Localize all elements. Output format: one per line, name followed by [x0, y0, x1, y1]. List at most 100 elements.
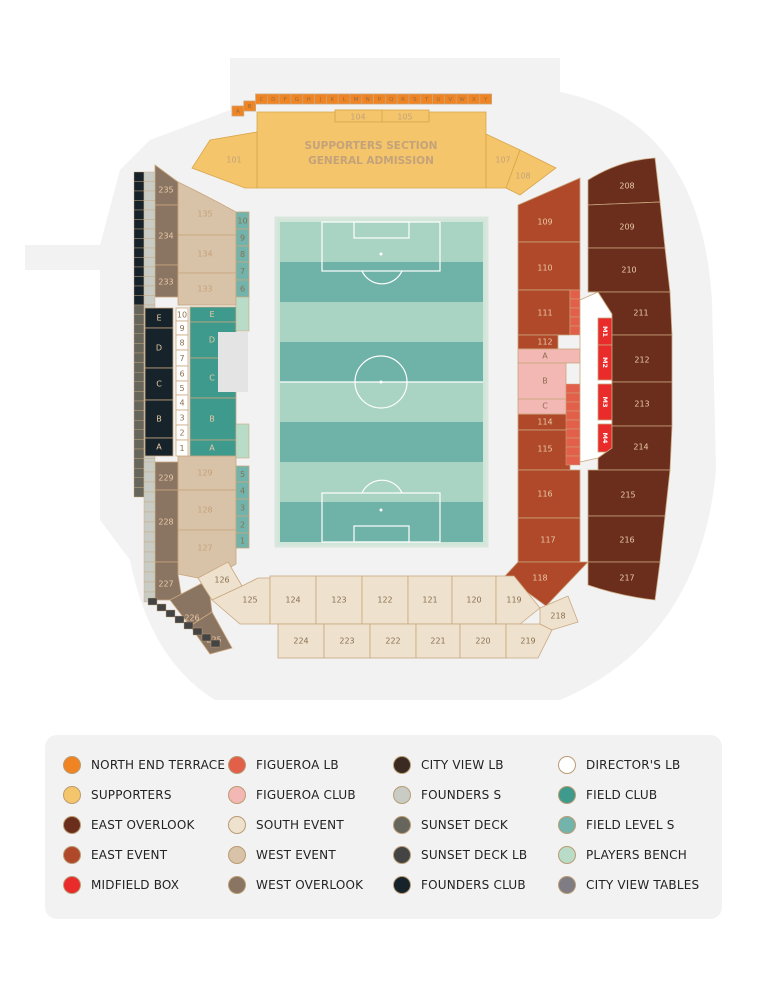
- city-view-lb-row[interactable]: [133, 257, 145, 268]
- sunset-deck-row[interactable]: [133, 391, 145, 402]
- section-123[interactable]: 123: [315, 575, 363, 625]
- north-row-B[interactable]: B: [243, 100, 257, 112]
- figueroa-club-A[interactable]: A: [517, 348, 581, 364]
- section-111[interactable]: 111: [517, 289, 571, 336]
- section-220[interactable]: 220: [459, 623, 507, 659]
- field-level-10[interactable]: 10: [235, 211, 250, 230]
- section-121[interactable]: 121: [407, 575, 453, 625]
- directors-lb-row-7[interactable]: 7: [175, 349, 189, 367]
- founders-s-row[interactable]: [143, 511, 156, 523]
- city-view-lb-row[interactable]: [133, 285, 145, 296]
- sunset-deck-row[interactable]: [133, 468, 145, 479]
- north-row-T[interactable]: T: [420, 93, 433, 105]
- figueroa-lb-row[interactable]: [569, 307, 581, 318]
- city-view-lb-row[interactable]: [133, 295, 145, 306]
- north-row-K[interactable]: K: [325, 93, 339, 105]
- midfield-box-M1[interactable]: M1: [597, 317, 613, 346]
- section-128[interactable]: 128: [177, 489, 237, 531]
- field-club-E[interactable]: E: [189, 306, 237, 323]
- midfield-box-M2[interactable]: M2: [597, 344, 613, 381]
- city-view-lb-row[interactable]: [133, 171, 145, 182]
- section-215[interactable]: 215: [587, 469, 671, 517]
- founders-s-row[interactable]: [143, 276, 156, 287]
- founders-s-row[interactable]: [143, 219, 156, 230]
- section-223[interactable]: 223: [323, 623, 371, 659]
- north-row-S[interactable]: S: [408, 93, 422, 105]
- north-row-L[interactable]: L: [337, 93, 351, 105]
- section-116[interactable]: 116: [517, 469, 581, 519]
- directors-lb-row-3[interactable]: 3: [175, 409, 189, 426]
- field-level-6[interactable]: 6: [235, 279, 250, 298]
- sunset-deck-row[interactable]: [133, 477, 145, 488]
- section-229[interactable]: 229: [154, 461, 179, 491]
- directors-lb-row-9[interactable]: 9: [175, 320, 189, 336]
- sunset-deck-row[interactable]: [133, 400, 145, 411]
- founders-s-row[interactable]: [143, 171, 156, 182]
- founders-s-row[interactable]: [143, 461, 156, 473]
- figueroa-lb-row[interactable]: [569, 325, 581, 336]
- city-view-lb-row[interactable]: [133, 219, 145, 230]
- supporters-section[interactable]: 104 105 SUPPORTERS SECTION GENERAL ADMIS…: [191, 109, 557, 196]
- section-213[interactable]: 213: [611, 381, 673, 427]
- section-133[interactable]: 133: [177, 272, 237, 306]
- founders-s-row[interactable]: [143, 257, 156, 268]
- founders-s-row[interactable]: [143, 541, 156, 553]
- founders-s-row[interactable]: [143, 266, 156, 277]
- sunset-deck-row[interactable]: [133, 324, 145, 335]
- section-114[interactable]: 114: [517, 413, 571, 431]
- north-row-W[interactable]: W: [455, 93, 469, 105]
- section-119[interactable]: 119: [495, 575, 541, 625]
- section-212[interactable]: 212: [611, 334, 673, 383]
- section-209[interactable]: 209: [587, 201, 666, 249]
- founders-club-D[interactable]: D: [144, 327, 174, 369]
- sunset-deck-row[interactable]: [133, 448, 145, 459]
- west-sections[interactable]: 1351341331291281272352342332292282272262…: [133, 164, 250, 655]
- section-217[interactable]: 217: [587, 561, 661, 601]
- field-level-2[interactable]: 2: [235, 515, 250, 534]
- north-row-C[interactable]: C: [255, 93, 268, 105]
- sunset-deck-row[interactable]: [133, 362, 145, 373]
- city-view-lb-row[interactable]: [133, 200, 145, 211]
- founders-s-row[interactable]: [143, 190, 156, 201]
- directors-lb-row-8[interactable]: 8: [175, 334, 189, 351]
- section-122[interactable]: 122: [361, 575, 409, 625]
- section-208[interactable]: 208: [587, 157, 661, 206]
- sunset-deck-lb-row[interactable]: [201, 633, 212, 642]
- north-row-H[interactable]: H: [302, 93, 315, 105]
- section-124[interactable]: 124: [269, 575, 317, 625]
- midfield-box-M3[interactable]: M3: [597, 383, 613, 421]
- section-219[interactable]: 219: [505, 623, 553, 659]
- sunset-deck-row[interactable]: [133, 429, 145, 440]
- sunset-deck-lb-row[interactable]: [183, 621, 194, 630]
- directors-lb-row-6[interactable]: 6: [175, 365, 189, 382]
- figueroa-lb-row[interactable]: [565, 383, 581, 394]
- founders-s-row[interactable]: [143, 285, 156, 296]
- field-club-B[interactable]: B: [189, 397, 237, 441]
- north-row-N[interactable]: N: [361, 93, 374, 105]
- city-view-lb-row[interactable]: [133, 181, 145, 192]
- figueroa-lb-row[interactable]: [565, 428, 581, 439]
- section-224[interactable]: 224: [277, 623, 325, 659]
- east-sections[interactable]: 109110111112114115116117118ABCM1M2M3M420…: [504, 157, 673, 607]
- field-level-7[interactable]: 7: [235, 261, 250, 281]
- section-210[interactable]: 210: [587, 247, 671, 293]
- founders-s-row[interactable]: [143, 571, 156, 583]
- field-level-5[interactable]: 5: [235, 465, 250, 483]
- field-club-A[interactable]: A: [189, 439, 237, 457]
- founders-s-row[interactable]: [143, 181, 156, 192]
- sunset-deck-row[interactable]: [133, 333, 145, 344]
- figueroa-lb-row[interactable]: [569, 289, 581, 300]
- founders-s-row[interactable]: [143, 521, 156, 533]
- sunset-deck-lb-row[interactable]: [192, 627, 203, 636]
- sunset-deck-row[interactable]: [133, 381, 145, 392]
- figueroa-lb-row[interactable]: [565, 419, 581, 430]
- section-233[interactable]: 233: [154, 264, 179, 298]
- sunset-deck-row[interactable]: [133, 458, 145, 469]
- founders-club-B[interactable]: B: [144, 399, 174, 439]
- section-134[interactable]: 134: [177, 234, 237, 274]
- founders-s-row[interactable]: [143, 581, 156, 593]
- figueroa-lb-row[interactable]: [565, 446, 581, 457]
- sunset-deck-row[interactable]: [133, 410, 145, 421]
- founders-s-row[interactable]: [143, 228, 156, 239]
- founders-s-row[interactable]: [143, 247, 156, 258]
